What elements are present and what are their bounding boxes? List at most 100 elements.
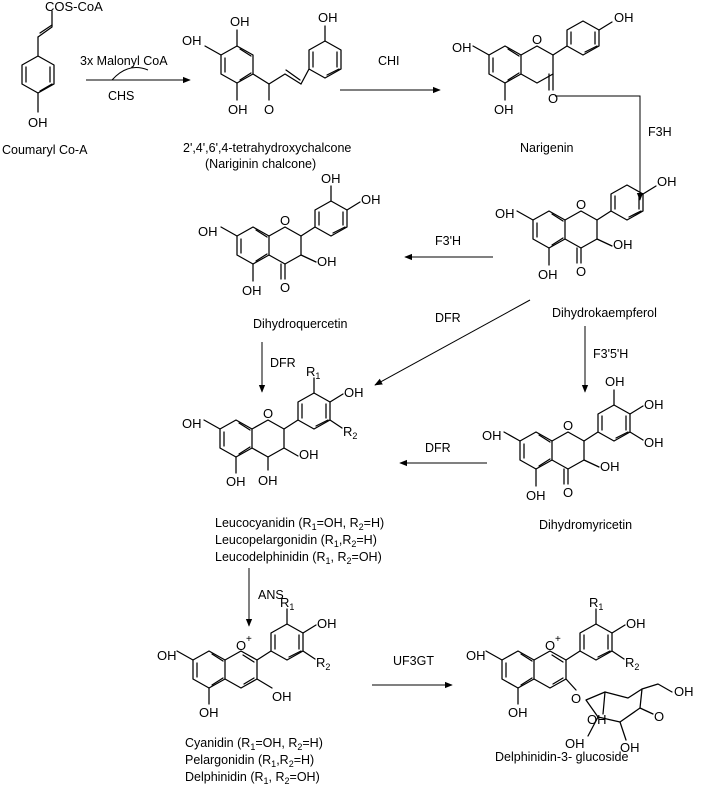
anthocyanidin-ring-o: O: [236, 638, 246, 653]
leuco-oh-3: OH: [299, 447, 319, 462]
coumaroyl-cos-coa-label: COS-CoA: [45, 0, 103, 14]
dhq-keto-o: O: [280, 280, 290, 295]
anthocyanidin-oh-left: OH: [157, 648, 177, 663]
chs-arrow: 3x Malonyl CoA CHS: [80, 54, 191, 103]
dhq-oh-bottom: OH: [242, 283, 262, 298]
chs-label: CHS: [108, 89, 134, 103]
chi-arrow: CHI: [340, 54, 441, 94]
pelargonidin-name: Pelargonidin (R1,R2=H): [185, 753, 314, 769]
f3h-label: F3H: [648, 125, 672, 139]
dihydromyricetin-structure: OH O O OH OH OH OH OH: [482, 374, 664, 503]
dhk-oh-left: OH: [495, 206, 515, 221]
glucoside-oh-sugar-2: OH: [587, 712, 607, 727]
f35h-arrow: F3'5'H: [581, 326, 628, 393]
ans-arrow: ANS: [245, 568, 284, 627]
dhm-oh-bottom: OH: [526, 488, 546, 503]
dfr-down-label: DFR: [270, 356, 296, 370]
dhq-oh-3: OH: [317, 254, 337, 269]
dhm-keto-o: O: [563, 485, 573, 500]
anthocyanidin-names: Cyanidin (R1=OH, R2=H) Pelargonidin (R1,…: [185, 736, 323, 786]
dihydrokaempferol-structure: OH O O OH OH OH: [495, 174, 677, 282]
leuco-r1-label: R1: [306, 364, 320, 381]
dihydromyricetin-name: Dihydromyricetin: [539, 518, 632, 532]
ans-label: ANS: [258, 588, 284, 602]
anthocyanidin-structure: OH O + OH OH OH R1 R2: [157, 595, 337, 720]
malonyl-coa-label: 3x Malonyl CoA: [80, 54, 168, 68]
dhm-oh-3: OH: [600, 459, 620, 474]
leucocyanidin-name: Leucocyanidin (R1=OH, R2=H): [215, 516, 384, 532]
chalcone-oh-bottom: OH: [228, 102, 248, 117]
glucoside-name: Delphinidin-3- glucoside: [495, 750, 628, 764]
glucoside-oh-sugar-3: OH: [620, 740, 640, 755]
dhq-oh-left: OH: [198, 224, 218, 239]
glucoside-r2-label: R2: [625, 655, 639, 672]
coumaroyl-oh-label: OH: [28, 115, 48, 130]
dhk-oh-right: OH: [657, 174, 677, 189]
dhq-oh-top: OH: [321, 171, 341, 186]
leuco-oh-left: OH: [182, 416, 202, 431]
dfr-diagonal-label: DFR: [435, 311, 461, 325]
leuco-oh-right: OH: [344, 385, 364, 400]
anthocyanidin-r1-label: R1: [280, 595, 294, 612]
dhq-ring-o: O: [280, 213, 290, 228]
leucopelargonidin-name: Leucopelargonidin (R1,R2=H): [215, 533, 377, 549]
leuco-r2-label: R2: [343, 424, 357, 441]
dhm-oh-right: OH: [644, 397, 664, 412]
leucoanthocyanidin-names: Leucocyanidin (R1=OH, R2=H) Leucopelargo…: [215, 516, 384, 566]
glucoside-ring-o2: O: [654, 709, 664, 724]
anthocyanidin-oh-3: OH: [272, 689, 292, 704]
chalcone-oh-right: OH: [318, 10, 338, 25]
naringenin-oh-bottom: OH: [494, 102, 514, 117]
coumaroyl-coa-name: Coumaryl Co-A: [2, 143, 88, 157]
leucodelphinidin-name: Leucodelphinidin (R1, R2=OH): [215, 550, 382, 566]
uf3gt-label: UF3GT: [393, 654, 434, 668]
glucoside-oh-sugar-1: OH: [565, 736, 585, 751]
chalcone-o-label: O: [264, 102, 274, 117]
leuco-oh-4: OH: [258, 473, 278, 488]
dihydroquercetin-name: Dihydroquercetin: [253, 317, 348, 331]
delphinidin-name: Delphinidin (R1, R2=OH): [185, 770, 320, 786]
leuco-oh-bottom: OH: [226, 474, 246, 489]
f3h-arrow: F3H: [555, 95, 672, 201]
f3prime-h-label: F3'H: [435, 234, 461, 248]
glucoside-ring-o: O: [545, 638, 555, 653]
dhm-oh-top: OH: [605, 374, 625, 389]
naringenin-oh-left: OH: [452, 40, 472, 55]
chalcone-name: 2',4',6',4-tetrahydroxychalcone: [183, 141, 351, 155]
chalcone-structure: OH OH OH O OH: [182, 10, 342, 117]
dfr-left-label: DFR: [425, 441, 451, 455]
dhm-oh-right-lower: OH: [644, 435, 664, 450]
anthocyanidin-plus: +: [246, 634, 252, 645]
dhk-oh-bottom: OH: [538, 267, 558, 282]
dhm-oh-left: OH: [482, 428, 502, 443]
leucoanthocyanidin-structure: OH O OH OH OH OH R1 R2: [182, 364, 364, 489]
anthocyanidin-oh-right: OH: [317, 616, 337, 631]
naringenin-structure: OH O O OH OH: [452, 10, 634, 117]
cyanidin-name: Cyanidin (R1=OH, R2=H): [185, 736, 323, 752]
naringenin-keto-o: O: [548, 91, 558, 106]
glucoside-oh-left: OH: [466, 648, 486, 663]
dfr-diagonal-arrow: DFR: [374, 299, 531, 386]
glucoside-oh-right: OH: [626, 616, 646, 631]
naringenin-ring-o: O: [532, 32, 542, 47]
glucoside-r1-label: R1: [589, 595, 603, 612]
naringenin-name: Narigenin: [520, 141, 574, 155]
f3prime-h-arrow: F3'H: [404, 234, 493, 261]
uf3gt-arrow: UF3GT: [372, 654, 453, 689]
f35h-label: F3'5'H: [593, 347, 628, 361]
coumaroyl-coa-structure: COS-CoA OH: [21, 0, 103, 130]
glucoside-plus: +: [555, 634, 561, 645]
anthocyanidin-oh-bottom: OH: [199, 705, 219, 720]
leuco-ring-o: O: [263, 406, 273, 421]
glucoside-link-o: O: [571, 691, 581, 706]
dhk-oh-3: OH: [613, 237, 633, 252]
dihydrokaempferol-name: Dihydrokaempferol: [552, 306, 657, 320]
dihydroquercetin-structure: OH O O OH OH OH OH: [198, 171, 381, 298]
glucoside-oh-bottom: OH: [508, 705, 528, 720]
dhk-keto-o: O: [576, 264, 586, 279]
chalcone-alt-name: (Nariginin chalcone): [205, 157, 316, 171]
anthocyanidin-r2-label: R2: [316, 655, 330, 672]
dhm-ring-o: O: [563, 418, 573, 433]
